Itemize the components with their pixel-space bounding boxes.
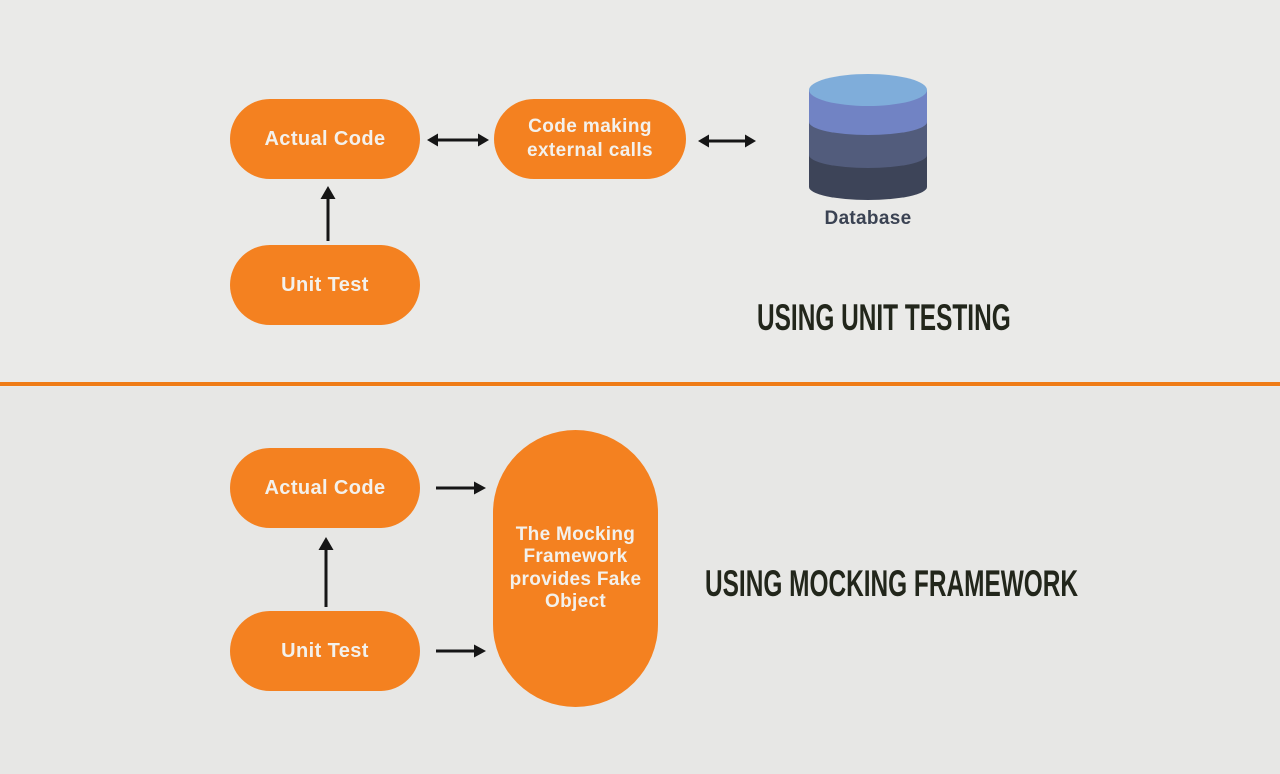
node-actual-code-top: Actual Code <box>230 99 420 179</box>
node-external-calls-label: Code making external calls <box>526 116 653 161</box>
up-arrow-icon <box>320 186 336 241</box>
title-using-mocking-framework: USING MOCKING FRAMEWORK <box>705 563 1079 604</box>
node-actual-code-bottom-label: Actual Code <box>264 476 386 499</box>
node-unit-test-bottom: Unit Test <box>230 611 420 691</box>
section-divider <box>0 382 1280 386</box>
database-icon <box>809 74 927 200</box>
title-using-unit-testing: USING UNIT TESTING <box>757 297 1011 338</box>
section-unit-testing: Actual Code Code making external calls D… <box>0 0 1280 383</box>
double-arrow-icon <box>698 134 756 148</box>
database-label: Database <box>824 208 912 229</box>
node-actual-code-bottom: Actual Code <box>230 448 420 528</box>
node-unit-test-top: Unit Test <box>230 245 420 325</box>
right-arrow-icon <box>436 644 486 658</box>
node-external-calls: Code making external calls <box>494 99 686 179</box>
right-arrow-icon <box>436 481 486 495</box>
node-actual-code-top-label: Actual Code <box>264 127 386 150</box>
up-arrow-icon <box>318 537 334 607</box>
node-mocking-framework: The Mocking Framework provides Fake Obje… <box>493 430 658 707</box>
node-unit-test-bottom-label: Unit Test <box>281 639 369 662</box>
node-mocking-framework-label: The Mocking Framework provides Fake Obje… <box>509 524 642 612</box>
node-unit-test-top-label: Unit Test <box>281 273 369 296</box>
double-arrow-icon <box>427 133 489 147</box>
